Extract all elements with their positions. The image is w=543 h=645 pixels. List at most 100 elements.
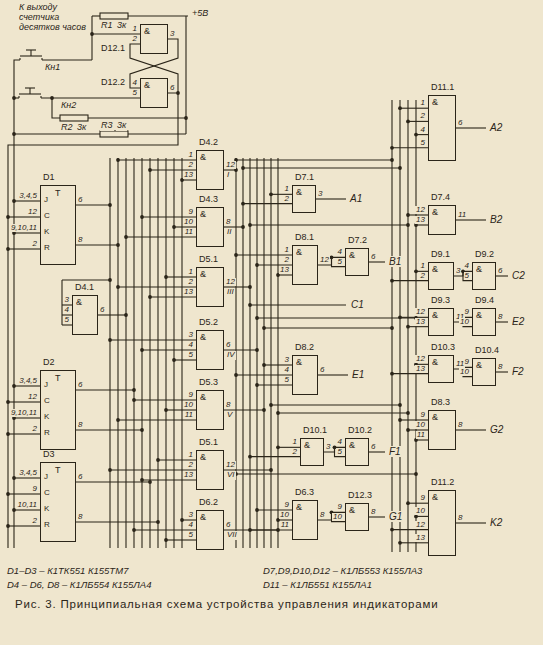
signal-name: G2 [489, 424, 504, 435]
wire [243, 167, 400, 168]
pin-number: 3 [284, 356, 290, 364]
pin-number: 8 [77, 513, 83, 521]
chip-designator: D9.2 [475, 250, 494, 259]
gate-symbol: & [432, 358, 438, 367]
chip-designator: D4.1 [75, 283, 94, 292]
nand-gate: D10.2&456 [345, 438, 369, 466]
component-label: R3 [100, 121, 114, 131]
pin-function: C [44, 489, 50, 497]
junction-dot [6, 247, 10, 251]
trigger-symbol: T [55, 374, 61, 383]
junction-dot [12, 476, 16, 480]
junction-dot [406, 213, 410, 217]
pin-number: 11 [416, 431, 426, 439]
gate-symbol: & [200, 333, 206, 342]
junction-dot [156, 520, 160, 524]
pin-number: 9 [420, 411, 426, 419]
pin-number: 13 [183, 288, 194, 296]
pin-number: 5 [132, 89, 138, 97]
nand-gate: D4.1&3456 [72, 295, 98, 335]
gate-symbol: & [432, 413, 438, 422]
junction-dot [116, 243, 120, 247]
pin-number: 1 [420, 99, 426, 107]
junction-dot [164, 408, 168, 412]
wire [76, 481, 150, 482]
pin-number: 6 [169, 84, 175, 92]
pin-number: 1 [420, 262, 426, 270]
tied-input-wire [332, 512, 346, 521]
pin-number: 5 [284, 376, 290, 384]
nand-gate: D5.1&121312 [196, 267, 224, 307]
junction-dot [398, 403, 402, 407]
pin-number: 12 [319, 256, 330, 264]
pin-number: 5 [337, 258, 343, 266]
pin-number: 13 [415, 365, 426, 373]
nand-gate: D11.1&12456 [428, 95, 456, 161]
pin-number: 1 [284, 246, 290, 254]
junction-dot [241, 202, 245, 206]
junction-dot [255, 383, 259, 387]
wire [408, 326, 428, 327]
pin-function: C [44, 212, 50, 220]
pin-number: 8 [370, 508, 376, 516]
component-label: 3к [116, 21, 127, 31]
signal-name: A1 [349, 193, 363, 204]
signal-name: G1 [388, 511, 403, 522]
wire [8, 401, 40, 402]
pin-number: 9 [188, 391, 194, 399]
pin-number: 8 [319, 511, 325, 519]
junction-dot [234, 373, 238, 377]
nand-gate: D4.2&121312 [196, 150, 224, 190]
nand-gate: D10.4&9108 [472, 358, 496, 386]
junction-dot [406, 223, 410, 227]
pin-number: 2 [292, 448, 298, 456]
pin-number: 10,11 [17, 501, 38, 509]
junction-dot [255, 348, 259, 352]
junction-dot [164, 538, 168, 542]
junction-dot [248, 223, 252, 227]
pin-number: 5 [464, 272, 470, 280]
junction-dot [276, 411, 280, 415]
bus-line [242, 158, 243, 548]
pin-number: 2 [188, 278, 194, 286]
wire [8, 525, 40, 526]
pin-function: K [44, 413, 49, 421]
junction-dot [6, 400, 10, 404]
gate-symbol: & [349, 441, 355, 450]
flip-flop-chip: D3TJCKR3,4,5910,11268 [40, 462, 76, 542]
signal-name: E2 [511, 316, 525, 327]
pin-number: 3,4,5 [18, 469, 38, 477]
junction-dot [6, 492, 10, 496]
pin-number: 6 [225, 521, 231, 529]
pin-number: 11 [184, 411, 194, 419]
pin-number: 3,4,5 [18, 377, 38, 385]
pin-function: J [44, 473, 48, 481]
junction-dot [108, 468, 112, 472]
bus-line [277, 158, 278, 548]
nand-gate: D7.4&121311 [428, 205, 456, 235]
junction-dot [50, 96, 54, 100]
signal-name: C2 [511, 270, 526, 281]
chip-designator: D7.1 [295, 173, 314, 182]
pin-number: 12 [225, 161, 236, 169]
junction-dot [12, 96, 16, 100]
pin-number: 11 [457, 211, 467, 219]
wire [250, 224, 408, 225]
wire [392, 529, 428, 530]
nand-gate: D5.2&3456 [196, 330, 224, 370]
nand-gate: D12.2&456 [140, 78, 168, 108]
nand-gate: D5.1&121312 [196, 450, 224, 490]
wire [250, 456, 300, 457]
wire [456, 522, 486, 523]
junction-dot [148, 168, 152, 172]
junction-dot [164, 275, 168, 279]
junction-dot [255, 263, 259, 267]
bus-line [415, 100, 416, 552]
junction-dot [262, 408, 266, 412]
wire [14, 200, 40, 201]
gate-symbol: & [432, 98, 438, 107]
resistor-symbol [60, 115, 88, 121]
pin-number: 4 [64, 306, 70, 314]
pin-number: 11 [280, 521, 290, 529]
pin-number: 3 [169, 30, 175, 38]
